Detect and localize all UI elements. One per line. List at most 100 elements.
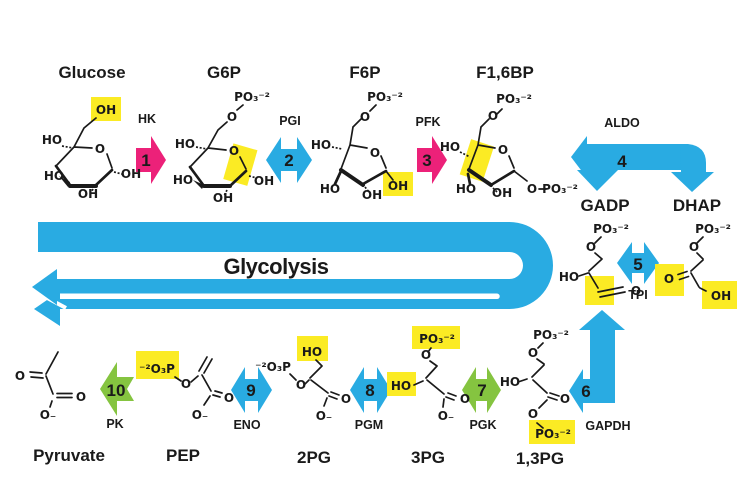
highlight-pep-phosphate — [136, 351, 179, 379]
arrow-step-9 — [231, 367, 272, 413]
atom-label: HO — [42, 133, 62, 147]
banner-upper-arrowhead — [32, 269, 57, 305]
molecule-3pg: PO₃⁻² O HO O O₋ — [387, 326, 470, 423]
atom-label: O — [560, 392, 570, 406]
bond — [174, 356, 223, 406]
atom-label: OH — [388, 179, 408, 193]
atom-label: HO — [173, 173, 193, 187]
atom-label: OH — [121, 167, 141, 181]
atom-label: HO — [456, 182, 476, 196]
atom-label: O — [181, 377, 191, 391]
bond — [193, 180, 204, 189]
enzyme-pgi: PGI — [279, 114, 301, 128]
atom-label: O — [631, 284, 641, 298]
atom-label: OH — [78, 187, 98, 201]
enzyme-labels: HK PGI PFK ALDO TPI GAPDH PGK PGM ENO PK — [106, 112, 647, 433]
arrow-step-4-dhap-head — [671, 172, 714, 192]
atom-label: O — [488, 109, 498, 123]
atom-label: O — [296, 378, 306, 392]
atom-label: O — [76, 390, 86, 404]
arrow-step-6 — [569, 310, 625, 413]
arrow-step-3 — [417, 136, 447, 184]
enzyme-tpi: TPI — [628, 288, 647, 302]
highlight-3pg-phosphate — [412, 326, 460, 349]
atom-label: PO₃⁻² — [535, 427, 571, 441]
molecule-f6p: O O PO₃⁻² HO HO OH OH — [311, 90, 413, 202]
bond — [459, 151, 498, 193]
bond — [467, 168, 493, 187]
label-2pg: 2PG — [297, 448, 331, 467]
bond — [517, 342, 560, 429]
enzyme-eno: ENO — [233, 418, 260, 432]
arrow-step-8 — [350, 367, 391, 413]
bond — [331, 146, 370, 193]
molecule-pep: ⁻²O₃P O O O₋ — [136, 351, 234, 422]
atom-label: O — [689, 240, 699, 254]
atom-label: O — [15, 369, 25, 383]
label-3pg: 3PG — [411, 448, 445, 467]
atom-label: O — [664, 272, 674, 286]
molecule-2pg: HO ⁻²O₃P O O O₋ — [255, 336, 351, 423]
atom-label: OH — [213, 191, 233, 205]
label-f16bp: F1,6BP — [476, 63, 534, 82]
bond — [466, 169, 516, 187]
reaction-arrows — [100, 136, 714, 416]
highlight-glucose-oh — [91, 97, 121, 121]
bond — [29, 351, 73, 408]
bond — [189, 104, 247, 170]
highlight-2pg-oh — [297, 336, 328, 361]
highlight-dhap-oh — [702, 281, 737, 309]
arrow-step-4-left-head — [571, 136, 587, 178]
bond — [340, 104, 394, 181]
step-3-number: 3 — [422, 151, 431, 170]
step-7-number: 7 — [477, 381, 486, 400]
label-13pg: 1,3PG — [516, 449, 564, 468]
label-glucose: Glucose — [58, 63, 125, 82]
enzyme-aldo: ALDO — [604, 116, 640, 130]
molecule-gadp: PO₃⁻² O HO O — [559, 222, 641, 305]
atom-label: OH — [254, 174, 274, 188]
atom-label: O — [360, 110, 370, 124]
step-8-number: 8 — [365, 381, 374, 400]
step-5-number: 5 — [633, 255, 642, 274]
atom-label: O₋ — [192, 408, 209, 422]
atom-label: PO₃⁻² — [695, 222, 731, 236]
atom-label: O — [586, 240, 596, 254]
label-dhap: DHAP — [673, 196, 721, 215]
atom-label: O₋ — [316, 409, 333, 423]
label-pep: PEP — [166, 446, 200, 465]
atom-label: HO — [391, 379, 411, 393]
atom-label: O — [224, 391, 234, 405]
enzyme-hk: HK — [138, 112, 156, 126]
molecule-f16bp: O O PO₃⁻² HO HO OH O PO₃⁻² — [440, 92, 578, 200]
arrow-step-1 — [136, 136, 166, 184]
bond — [468, 108, 547, 190]
atom-label: O₋ — [40, 408, 57, 422]
atom-label: PO₃⁻² — [533, 328, 569, 342]
atom-label: OH — [96, 103, 116, 117]
atom-label: HO — [175, 137, 195, 151]
step-2-number: 2 — [284, 151, 293, 170]
enzyme-pk: PK — [106, 417, 123, 431]
enzyme-pfk: PFK — [416, 115, 441, 129]
atom-label: HO — [440, 140, 460, 154]
atom-label: O — [341, 392, 351, 406]
bond — [677, 236, 707, 292]
atom-label: PO₃⁻² — [593, 222, 629, 236]
highlight-f6p-oh — [383, 172, 413, 196]
atom-label: O — [227, 110, 237, 124]
atom-label: O — [527, 182, 537, 196]
arrow-step-5 — [617, 242, 659, 284]
enzyme-pgk: PGK — [469, 418, 496, 432]
atom-label: O — [460, 392, 470, 406]
bond — [339, 168, 365, 187]
molecule-13pg: PO₃⁻² O HO O O PO₃⁻² — [500, 328, 575, 444]
arrow-step-2 — [266, 137, 312, 183]
atom-label: OH — [711, 289, 731, 303]
atom-label: PO₃⁻² — [496, 92, 532, 106]
bond — [195, 146, 258, 197]
arrow-step-6-elbow — [580, 379, 615, 403]
step-1-number: 1 — [141, 151, 150, 170]
